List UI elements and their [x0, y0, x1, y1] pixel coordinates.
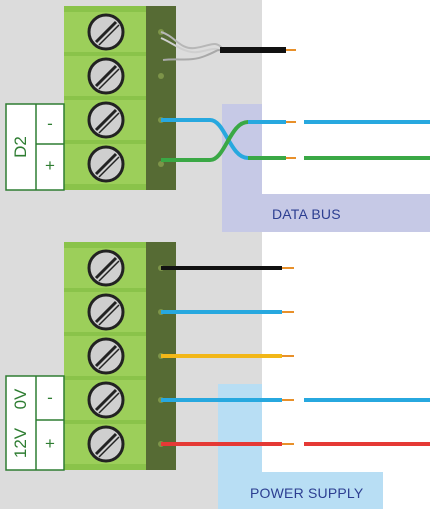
top-terminal-block	[64, 6, 176, 190]
screw-icon	[87, 13, 125, 51]
panel-top-white	[262, 0, 430, 509]
screw-icon	[87, 101, 125, 139]
top-group-label: D2	[11, 136, 30, 158]
top-minus-label: -	[47, 114, 53, 133]
power-band-bottom	[218, 472, 383, 509]
bottom-side-label-box	[5, 375, 65, 471]
data-bus-label: DATA BUS	[272, 206, 341, 222]
screw-icon	[87, 337, 125, 375]
shield-drain-wire	[160, 31, 223, 61]
bottom-group-label-0v: 0V	[11, 388, 30, 410]
screw-icon	[87, 145, 125, 183]
top-side-label-box	[5, 103, 65, 191]
bottom-terminal-block	[64, 242, 176, 470]
bottom-plus-label: +	[45, 434, 55, 453]
bottom-group-label-12v: 12V	[11, 427, 30, 459]
terminal-hole	[158, 161, 164, 167]
green-data-wire	[161, 120, 286, 162]
bottom-minus-label: -	[47, 388, 53, 407]
screw-icon	[87, 381, 125, 419]
screw-icon	[87, 425, 125, 463]
top-plus-label: +	[45, 156, 55, 175]
screw-icon	[87, 293, 125, 331]
screw-icon	[87, 249, 125, 287]
power-supply-label: POWER SUPPLY	[250, 485, 364, 501]
terminal-hole	[158, 73, 164, 79]
screw-icon	[87, 57, 125, 95]
data-bus-band-bottom	[222, 194, 430, 232]
